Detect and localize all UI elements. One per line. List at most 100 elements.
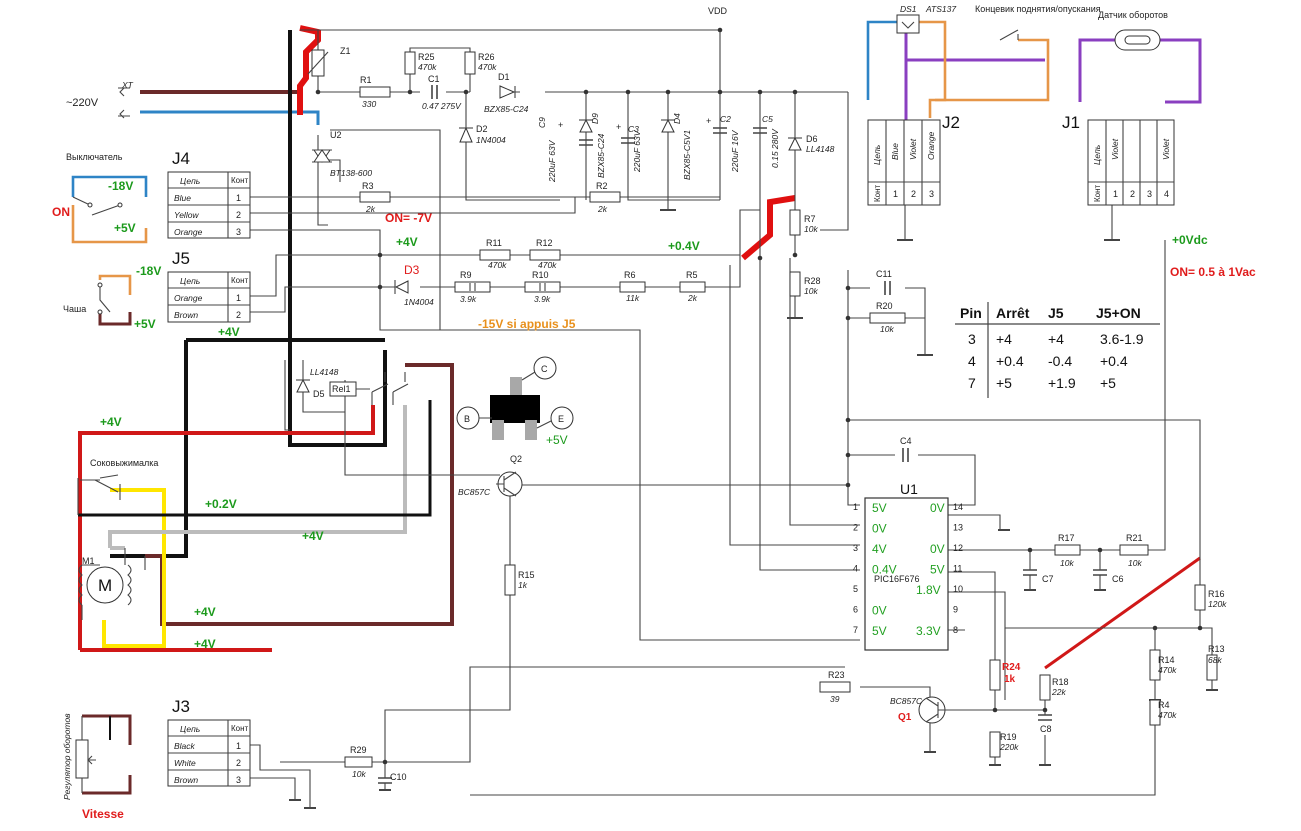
j3-row-number: 1 <box>236 741 241 751</box>
j1-col-number: 4 <box>1164 189 1169 199</box>
note-pos5b: +5V <box>134 317 156 331</box>
r7-value: 10k <box>804 224 818 234</box>
d5-label: D5 <box>313 389 325 399</box>
table-cell: +5 <box>996 375 1012 391</box>
j5-row-number: 2 <box>236 310 241 320</box>
r5-value: 2k <box>687 293 698 303</box>
r2-value: 2k <box>597 204 608 214</box>
resistor-r9: R9 3.9k <box>454 270 491 304</box>
r19-label: R19 <box>1000 732 1017 742</box>
j2-label: J2 <box>942 113 960 132</box>
relay-rel1: Rel1 <box>329 372 409 405</box>
resistor-r2: R2 2k <box>589 181 621 214</box>
r25-label: R25 <box>418 52 435 62</box>
resistor-r16: R16 120k <box>1194 584 1227 611</box>
r17-value: 10k <box>1060 558 1074 568</box>
j4-row-number: 2 <box>236 210 241 220</box>
pin-b-label: B <box>464 414 470 424</box>
note-pos4-grey: +4V <box>302 529 324 543</box>
resistor-r6: R6 11k <box>619 270 646 303</box>
diode-d3: D3 1N4004 <box>394 263 434 307</box>
mains-label: ~220V <box>66 97 99 109</box>
components: XT ~220V VDD Z1 R1 330 R25 470k R26 470k <box>62 4 1227 800</box>
c1-value: 0.47 275V <box>422 101 462 111</box>
r26-label: R26 <box>478 52 495 62</box>
rel1-label: Rel1 <box>332 384 351 394</box>
resistor-r28: R28 10k <box>789 271 821 297</box>
r23-value: 39 <box>830 694 840 704</box>
d3-value: 1N4004 <box>404 297 434 307</box>
pin-e-label: E <box>558 414 564 424</box>
j1-col-color: Violet <box>1110 138 1120 160</box>
c5-label: C5 <box>762 114 773 124</box>
d1-label: D1 <box>498 72 510 82</box>
r23-label: R23 <box>828 670 845 680</box>
c6-label: C6 <box>1112 574 1124 584</box>
j4-row-number: 3 <box>236 227 241 237</box>
juicer-label: Соковыжималка <box>90 458 158 468</box>
c9-value: 220uF 63V <box>547 139 557 183</box>
j4-row-color: Yellow <box>174 210 199 220</box>
j2-col-number: 1 <box>893 189 898 199</box>
capacitor-c3: + C3 220uF 63V <box>616 122 642 173</box>
r14-value: 470k <box>1158 665 1177 675</box>
motor-m1: M M1 <box>78 556 132 620</box>
r6-label: R6 <box>624 270 636 280</box>
annotations: ON -18V +5V -18V +5V +4V ON= -7V +4V +0.… <box>52 179 1256 821</box>
table-header: J5 <box>1048 305 1064 321</box>
table-cell: 7 <box>968 375 976 391</box>
r29-value: 10k <box>352 769 366 779</box>
capacitor-c5: C5 0.15 280V <box>753 114 780 168</box>
pic-pin-voltage: 5V <box>872 624 887 638</box>
speed-sensor-label: Датчик оборотов <box>1098 10 1168 20</box>
j1-col-cont: Конт <box>1093 184 1102 202</box>
resistor-r25: R25 470k <box>404 51 437 75</box>
capacitor-c4: C4 <box>900 436 912 462</box>
r17-label: R17 <box>1058 533 1075 543</box>
c2-plus: + <box>706 116 711 126</box>
q2-label: Q2 <box>510 454 522 464</box>
j2-col-color: Blue <box>890 143 900 160</box>
j3-row-color: Black <box>174 741 196 751</box>
note-vitesse: Vitesse <box>82 807 124 821</box>
u1-value: PIC16F676 <box>874 574 920 584</box>
resistor-r5: R5 2k <box>679 270 706 303</box>
r21-label: R21 <box>1126 533 1143 543</box>
z1-label: Z1 <box>340 46 351 56</box>
hall-ds1: DS1 ATS137 <box>896 4 956 34</box>
r12-label: R12 <box>536 238 553 248</box>
resistor-r7: R7 10k <box>789 209 818 236</box>
r18-label: R18 <box>1052 677 1069 687</box>
pic-pin-number: 2 <box>853 523 858 533</box>
pic-pin-number: 10 <box>953 584 963 594</box>
q2-value: BC857C <box>458 487 491 497</box>
capacitor-c7: C7 <box>1023 569 1054 590</box>
resistor-r18: R18 22k <box>1039 674 1069 701</box>
table-cell: +0.4 <box>996 353 1024 369</box>
r24-label: R24 <box>1002 662 1021 673</box>
d5-value: LL4148 <box>310 367 339 377</box>
capacitor-c1: C1 0.47 275V <box>422 74 462 111</box>
resistor-r14: R14 470k <box>1149 649 1177 681</box>
j5-col-chain: Цепь <box>180 276 200 286</box>
harness-wires <box>71 20 1202 795</box>
d9-value: BZX85-C24 <box>596 133 606 178</box>
r4-label: R4 <box>1158 700 1170 710</box>
mains-terminal: XT ~220V <box>66 80 134 119</box>
j1-col-number: 2 <box>1130 189 1135 199</box>
table-header: Pin <box>960 305 982 321</box>
j2-col-number: 2 <box>911 189 916 199</box>
capacitor-c2: + C2 220uF 16V <box>706 114 740 173</box>
c2-label: C2 <box>720 114 731 124</box>
c4-label: C4 <box>900 436 912 446</box>
capacitor-c9: + C9 220uF 63V <box>537 117 593 183</box>
j3-row-number: 2 <box>236 758 241 768</box>
j4-label: J4 <box>172 149 190 168</box>
switch-juicer: Соковыжималка <box>77 458 158 515</box>
limit-switch-label: Концевик поднятия/опускания <box>975 4 1101 14</box>
diode-d2: D2 1N4004 <box>459 124 506 145</box>
speed-reg-label: Регулятор оборотов <box>62 713 72 800</box>
